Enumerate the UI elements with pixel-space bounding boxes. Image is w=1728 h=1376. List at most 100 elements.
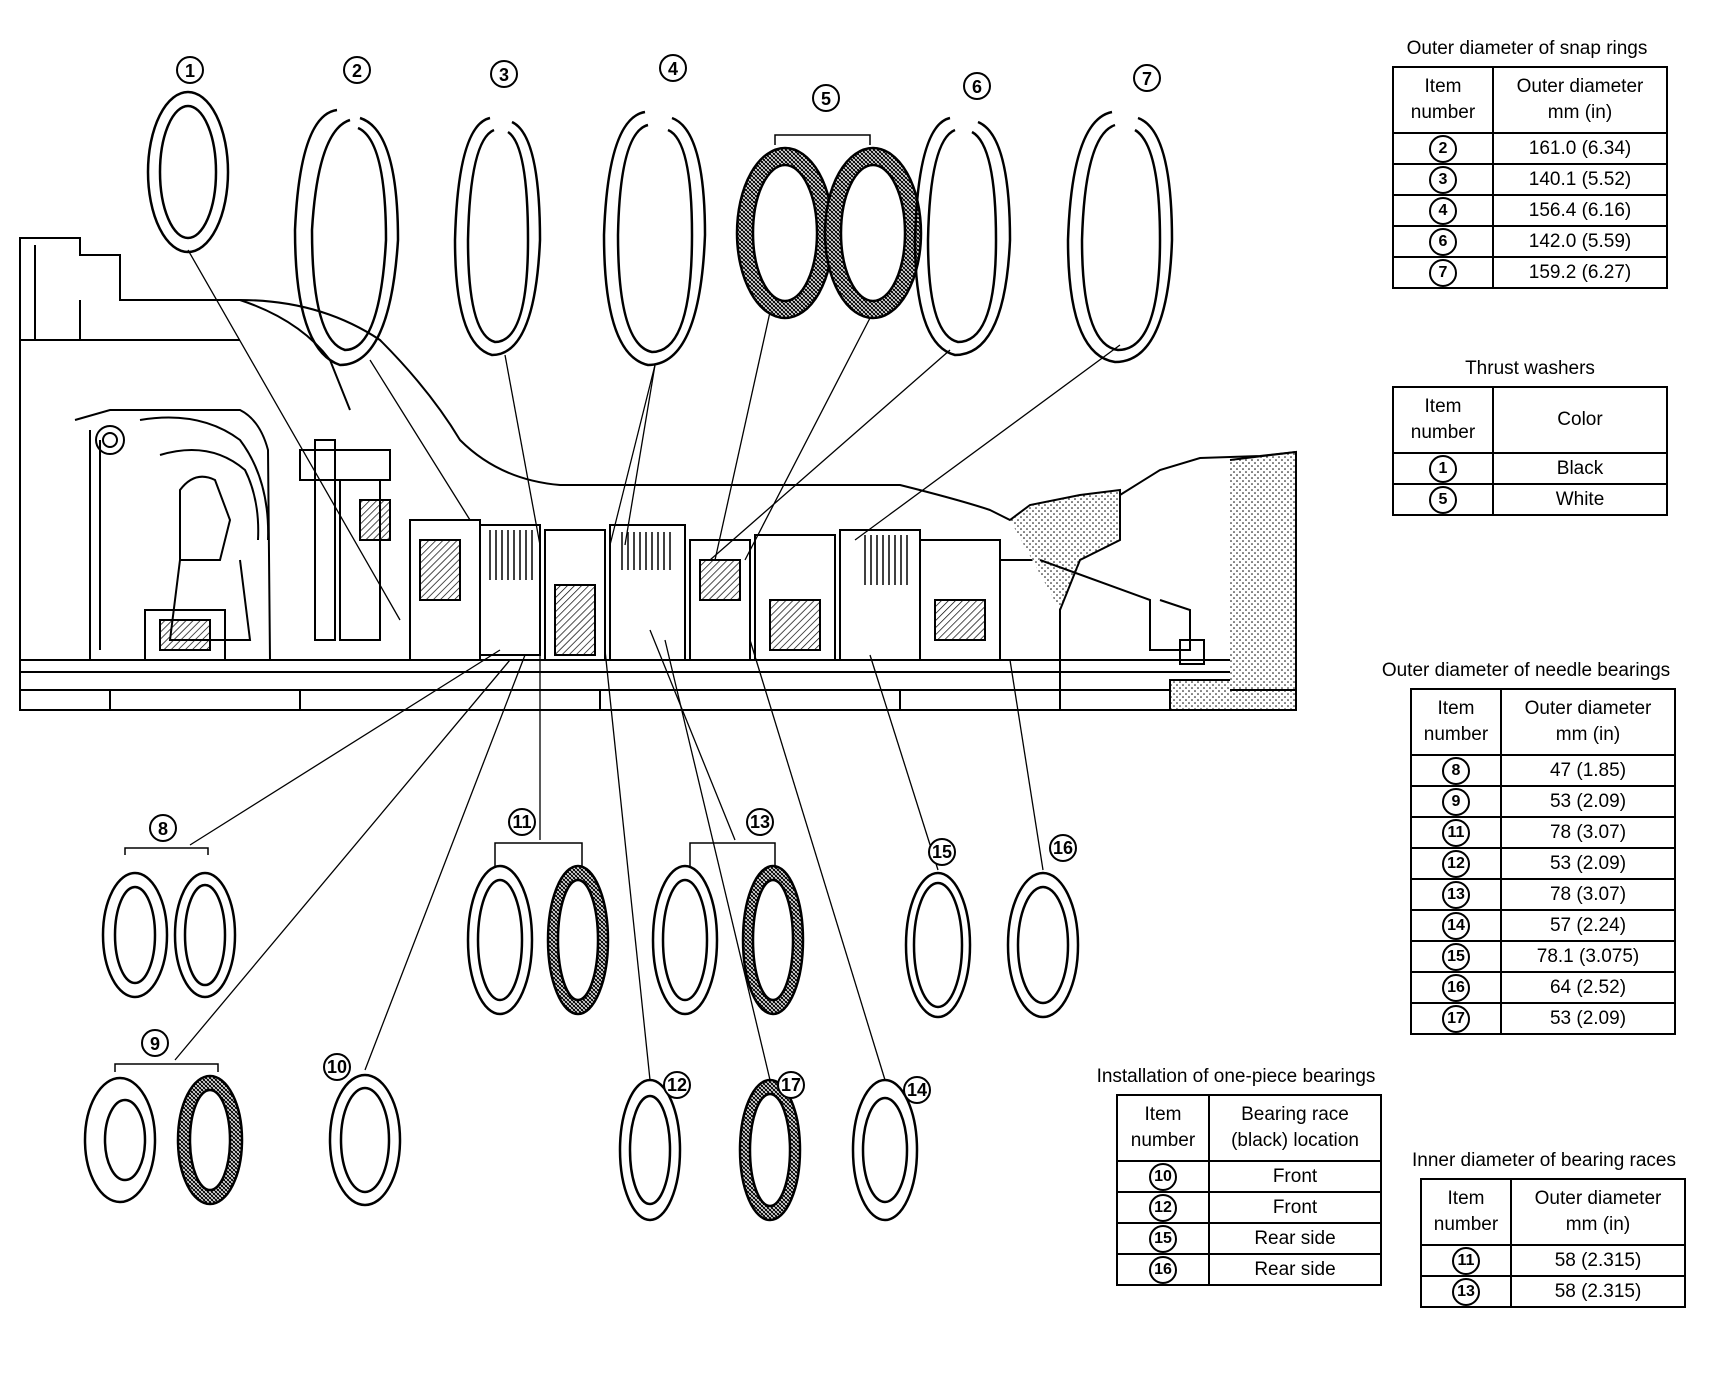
svg-text:16: 16: [1053, 838, 1073, 858]
item-number: 11: [1452, 1246, 1480, 1275]
one-piece-bearings-col-location: Bearing race (black) location: [1208, 1094, 1382, 1162]
thrust-washers-col-item: Item number: [1392, 386, 1494, 454]
part-15-bearing: [904, 871, 972, 1019]
callout-15: 15: [928, 838, 956, 866]
value-cell: Black: [1492, 452, 1668, 485]
value-cell: White: [1492, 483, 1668, 516]
value-cell: Rear side: [1208, 1253, 1382, 1286]
item-number: 16: [1442, 973, 1470, 1002]
one-piece-bearings-title: Installation of one-piece bearings: [1096, 1066, 1376, 1087]
table-row: 15 78.1 (3.075): [1410, 940, 1676, 973]
value-cell: 58 (2.315): [1510, 1244, 1686, 1277]
value-cell: 58 (2.315): [1510, 1275, 1686, 1308]
item-number: 8: [1442, 756, 1470, 785]
needle-bearings-col-diameter: Outer diameter mm (in): [1500, 688, 1676, 756]
item-number: 7: [1429, 258, 1457, 287]
needle-bearings-block: Outer diameter of needle bearings Item n…: [1376, 660, 1676, 1035]
value-cell: 140.1 (5.52): [1492, 163, 1668, 196]
item-number: 14: [1442, 911, 1470, 940]
value-cell: 78.1 (3.075): [1500, 940, 1676, 973]
callout-17: 17: [777, 1071, 805, 1099]
table-row: 12 53 (2.09): [1410, 847, 1676, 880]
bearing-races-block: Inner diameter of bearing races Item num…: [1402, 1150, 1686, 1308]
value-cell: Rear side: [1208, 1222, 1382, 1255]
part-13-race: [651, 864, 719, 1016]
table-row: 16 64 (2.52): [1410, 971, 1676, 1004]
callout-11: 11: [508, 808, 536, 836]
item-number: 15: [1149, 1224, 1177, 1253]
item-number: 13: [1452, 1277, 1480, 1306]
part-3-snap-ring: [453, 116, 542, 357]
part-10-bearing: [328, 1073, 402, 1207]
svg-text:8: 8: [158, 819, 168, 839]
svg-text:14: 14: [907, 1080, 927, 1100]
one-piece-bearings-col-item: Item number: [1116, 1094, 1210, 1162]
value-cell: 47 (1.85): [1500, 754, 1676, 787]
callout-1: 1: [176, 56, 204, 84]
svg-text:15: 15: [932, 842, 952, 862]
table-row: 7 159.2 (6.27): [1392, 256, 1668, 289]
callout-7: 7: [1133, 64, 1161, 92]
snap-rings-block: Outer diameter of snap rings Item number…: [1386, 38, 1668, 289]
item-number: 12: [1442, 849, 1470, 878]
part-8-race: [101, 871, 169, 999]
svg-text:1: 1: [185, 61, 195, 81]
table-row: 9 53 (2.09): [1410, 785, 1676, 818]
item-number: 4: [1429, 196, 1457, 225]
bearing-races-title: Inner diameter of bearing races: [1411, 1150, 1677, 1171]
snap-rings-title: Outer diameter of snap rings: [1406, 38, 1648, 59]
item-number: 15: [1442, 942, 1470, 971]
part-9-race: [83, 1076, 157, 1204]
table-row: 5 White: [1392, 483, 1668, 516]
callout-10: 10: [323, 1053, 351, 1081]
value-cell: Front: [1208, 1191, 1382, 1224]
bearing-races-col-diameter: Outer diameter mm (in): [1510, 1178, 1686, 1246]
item-number: 16: [1149, 1255, 1177, 1284]
value-cell: 78 (3.07): [1500, 878, 1676, 911]
table-row: 8 47 (1.85): [1410, 754, 1676, 787]
part-6-snap-ring: [913, 116, 1012, 357]
value-cell: 53 (2.09): [1500, 785, 1676, 818]
part-8-bearing: [173, 871, 237, 999]
value-cell: 64 (2.52): [1500, 971, 1676, 1004]
svg-text:6: 6: [972, 77, 982, 97]
part-7-snap-ring: [1066, 110, 1174, 364]
value-cell: 159.2 (6.27): [1492, 256, 1668, 289]
value-cell: 161.0 (6.34): [1492, 132, 1668, 165]
item-number: 9: [1442, 787, 1470, 816]
svg-text:5: 5: [821, 89, 831, 109]
item-number: 6: [1429, 227, 1457, 256]
value-cell: 57 (2.24): [1500, 909, 1676, 942]
svg-text:12: 12: [667, 1075, 687, 1095]
one-piece-bearings-block: Installation of one-piece bearings Item …: [1090, 1066, 1382, 1286]
value-cell: 53 (2.09): [1500, 1002, 1676, 1035]
table-row: 1 Black: [1392, 452, 1668, 485]
table-row: 15 Rear side: [1116, 1222, 1382, 1255]
item-number: 1: [1429, 454, 1457, 483]
bearing-races-col-item: Item number: [1420, 1178, 1512, 1246]
callout-5: 5: [812, 84, 840, 112]
value-cell: Front: [1208, 1160, 1382, 1193]
value-cell: 53 (2.09): [1500, 847, 1676, 880]
table-row: 2 161.0 (6.34): [1392, 132, 1668, 165]
snap-rings-col-item: Item number: [1392, 66, 1494, 134]
case-outline: [19, 237, 1297, 711]
value-cell: 142.0 (5.59): [1492, 225, 1668, 258]
callout-3: 3: [490, 60, 518, 88]
part-1-washer: [146, 90, 230, 254]
item-number: 2: [1429, 134, 1457, 163]
callout-14: 14: [903, 1076, 931, 1104]
svg-text:3: 3: [499, 65, 509, 85]
table-row: 11 58 (2.315): [1420, 1244, 1686, 1277]
item-number: 5: [1429, 485, 1457, 514]
